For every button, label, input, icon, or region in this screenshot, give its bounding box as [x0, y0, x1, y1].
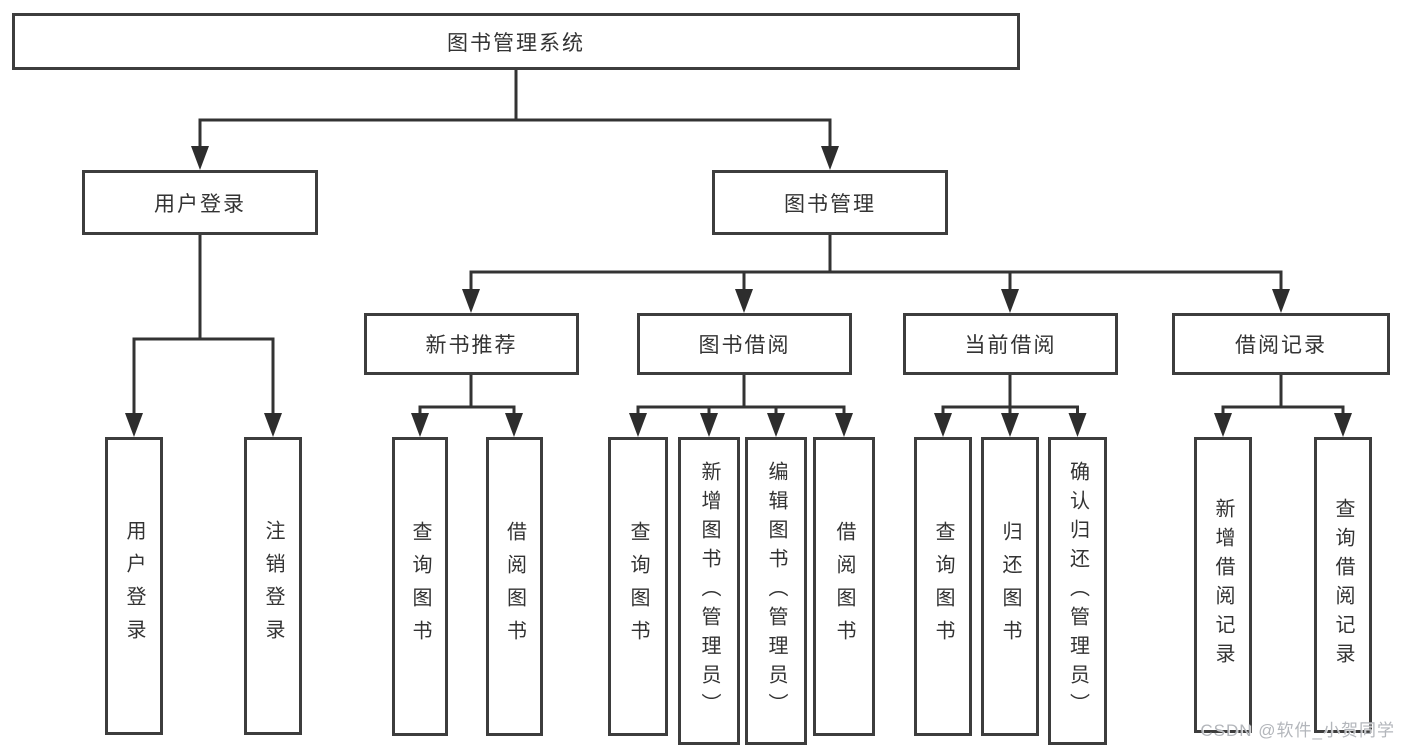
node-label: 图书管理系统: [447, 31, 585, 55]
node-label: 注销登录: [262, 520, 284, 652]
node-user-login: 用户登录: [82, 170, 318, 235]
node-library-management-system: 图书管理系统: [12, 13, 1020, 70]
node-label: 查询图书: [409, 520, 431, 653]
leaf-borrow-books-2: 借阅图书: [813, 437, 875, 736]
connector-root-to-level2: [191, 70, 839, 170]
csdn-watermark: CSDN @软件_小贺同学: [1200, 721, 1395, 740]
node-label: 新增图书（管理员）: [698, 460, 720, 722]
node-label: 编辑图书（管理员）: [765, 460, 787, 722]
node-label: 借阅记录: [1235, 334, 1327, 357]
leaf-logout: 注销登录: [244, 437, 302, 735]
leaf-query-borrow-record: 查询借阅记录: [1314, 437, 1372, 733]
node-book-management: 图书管理: [712, 170, 948, 235]
leaf-borrow-books-1: 借阅图书: [486, 437, 543, 736]
connector-user-login-to-leaves: [125, 235, 282, 437]
node-label: 新书推荐: [425, 334, 518, 357]
leaf-query-books-1: 查询图书: [392, 437, 448, 736]
node-label: 归还图书: [999, 520, 1021, 653]
node-new-book-recommend: 新书推荐: [364, 313, 579, 375]
node-book-borrow: 图书借阅: [637, 313, 852, 375]
node-label: 查询图书: [627, 520, 649, 653]
leaf-query-books-3: 查询图书: [914, 437, 972, 736]
node-label: 用户登录: [154, 192, 246, 216]
connector-current-borrow-to-leaves: [934, 375, 1087, 437]
node-label: 确认归还（管理员）: [1066, 460, 1089, 722]
leaf-return-books: 归还图书: [981, 437, 1039, 736]
node-label: 借阅图书: [833, 520, 855, 653]
node-label: 当前借阅: [964, 334, 1057, 357]
node-label: 查询借阅记录: [1332, 498, 1354, 672]
node-label: 查询图书: [932, 520, 954, 653]
node-label: 用户登录: [123, 520, 145, 652]
leaf-user-login: 用户登录: [105, 437, 163, 735]
node-label: 图书借阅: [698, 334, 791, 357]
connector-new-book-to-leaves: [411, 375, 523, 437]
node-label: 借阅图书: [503, 520, 526, 653]
node-label: 新增借阅记录: [1212, 498, 1234, 672]
connector-book-management-to-level3: [462, 235, 1290, 313]
node-current-borrow: 当前借阅: [903, 313, 1118, 375]
leaf-confirm-return-admin: 确认归还（管理员）: [1048, 437, 1107, 745]
connector-borrow-records-to-leaves: [1214, 375, 1352, 437]
node-label: 图书管理: [784, 192, 876, 216]
leaf-add-borrow-record: 新增借阅记录: [1194, 437, 1252, 733]
leaf-query-books-2: 查询图书: [608, 437, 668, 736]
connector-book-borrow-to-leaves: [629, 375, 853, 437]
leaf-edit-books-admin: 编辑图书（管理员）: [745, 437, 807, 745]
node-borrow-records: 借阅记录: [1172, 313, 1390, 375]
leaf-add-books-admin: 新增图书（管理员）: [678, 437, 740, 745]
